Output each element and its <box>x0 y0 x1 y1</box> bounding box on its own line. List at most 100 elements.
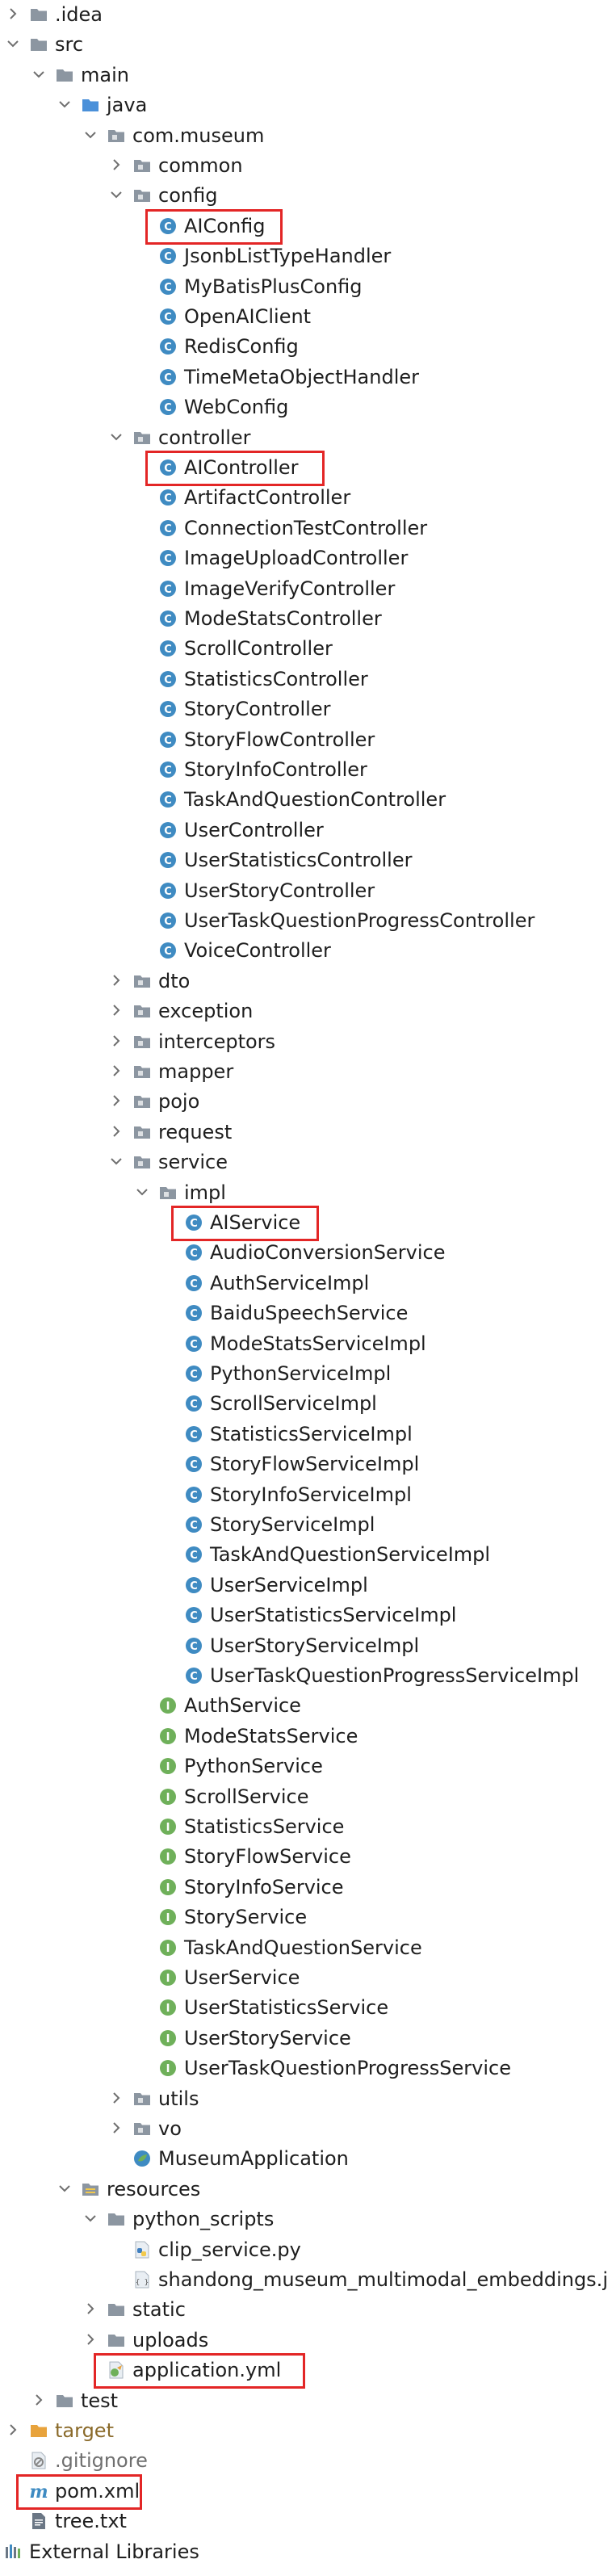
chevron-right-icon[interactable] <box>110 2121 123 2134</box>
tree-row-tree-txt[interactable]: tree.txt <box>0 2507 612 2536</box>
tree-row-exception[interactable]: exception <box>0 996 612 1026</box>
chevron-right-icon[interactable] <box>110 1034 123 1047</box>
chevron-right-icon[interactable] <box>84 2333 97 2346</box>
chevron-right-icon[interactable] <box>110 1004 123 1017</box>
chevron-right-icon[interactable] <box>6 2423 19 2436</box>
tree-row-com-museum[interactable]: com.museum <box>0 121 612 151</box>
chevron-right-icon[interactable] <box>110 158 123 171</box>
tree-row-application-yml[interactable]: application.yml <box>0 2353 612 2389</box>
chevron-down-icon[interactable] <box>6 37 19 50</box>
chevron-down-icon[interactable] <box>136 1185 149 1198</box>
tree-row-controller[interactable]: controller <box>0 423 612 453</box>
tree-row-test[interactable]: test <box>0 2386 612 2416</box>
tree-row-museumapplication[interactable]: MuseumApplication <box>0 2144 612 2174</box>
tree-row-shandong-museum-multimodal-embeddings-j[interactable]: { }shandong_museum_multimodal_embeddings… <box>0 2265 612 2295</box>
tree-row-interceptors[interactable]: interceptors <box>0 1027 612 1057</box>
chevron-right-icon[interactable] <box>84 2302 97 2315</box>
tree-row-resources[interactable]: resources <box>0 2175 612 2205</box>
tree-row-main[interactable]: main <box>0 61 612 90</box>
chevron-right-icon[interactable] <box>110 2091 123 2104</box>
chevron-right-icon[interactable] <box>110 1125 123 1138</box>
tree-row-utils[interactable]: utils <box>0 2084 612 2114</box>
chevron-right-icon[interactable] <box>110 974 123 987</box>
chevron-down-icon[interactable] <box>84 128 97 141</box>
tree-row-src[interactable]: src <box>0 30 612 60</box>
tree-row-clip-service-py[interactable]: clip_service.py <box>0 2235 612 2265</box>
tree-row-vo[interactable]: vo <box>0 2114 612 2144</box>
tree-row-service[interactable]: service <box>0 1147 612 1177</box>
chevron-down-icon[interactable] <box>110 430 123 443</box>
tree-row-java[interactable]: java <box>0 90 612 120</box>
tree-row-uploads[interactable]: uploads <box>0 2326 612 2356</box>
chevron-down-icon[interactable] <box>84 2212 97 2225</box>
tree-row-idea[interactable]: .idea <box>0 0 612 30</box>
chevron-down-icon[interactable] <box>58 98 71 111</box>
chevron-right-icon[interactable] <box>32 2393 45 2406</box>
tree-row-external-libraries[interactable]: External Libraries <box>0 2537 612 2567</box>
tree-row-dto[interactable]: dto <box>0 967 612 996</box>
tree-row-static[interactable]: static <box>0 2295 612 2325</box>
chevron-right-icon[interactable] <box>6 7 19 20</box>
chevron-down-icon[interactable] <box>110 188 123 201</box>
tree-row-target[interactable]: target <box>0 2416 612 2446</box>
tree-row-impl[interactable]: impl <box>0 1178 612 1208</box>
tree-row-pojo[interactable]: pojo <box>0 1087 612 1117</box>
chevron-down-icon[interactable] <box>58 2182 71 2195</box>
tree-row-request[interactable]: request <box>0 1118 612 1147</box>
tree-row-python-scripts[interactable]: python_scripts <box>0 2205 612 2234</box>
tree-row-mapper[interactable]: mapper <box>0 1057 612 1087</box>
tree-row-config[interactable]: config <box>0 181 612 211</box>
chevron-down-icon[interactable] <box>110 1155 123 1168</box>
chevron-right-icon[interactable] <box>110 1094 123 1107</box>
